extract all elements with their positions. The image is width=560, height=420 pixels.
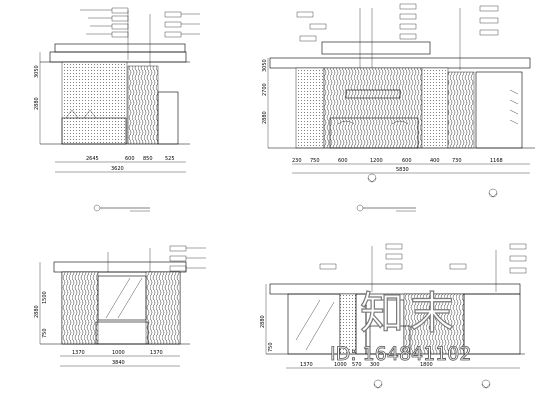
hdim-total-label: 3620 — [111, 166, 124, 172]
watermark: 知末 ID: 164841102 — [330, 287, 472, 365]
glass-reflection — [105, 277, 143, 319]
hdim-label: 1000 — [334, 362, 347, 368]
vdim-label: 2880 — [262, 111, 268, 124]
hdim-label: 1168 — [490, 158, 503, 164]
hdim-label: 570 — [352, 362, 362, 368]
vdim-label: 2880 — [260, 315, 266, 328]
hdim-label: 1370 — [300, 362, 313, 368]
cornice — [54, 43, 186, 53]
hdim-label: 1370 — [150, 350, 163, 356]
elevation-title-stamp — [93, 204, 150, 212]
glass-reflection — [295, 299, 335, 351]
annotation-leaders — [107, 245, 206, 272]
curtain-right — [145, 271, 181, 345]
hdim-label: 850 — [143, 156, 153, 162]
shelf-items — [509, 89, 519, 125]
vdim-label: 3050 — [262, 59, 268, 72]
feature-wall-stone — [323, 67, 423, 149]
window-glass — [97, 275, 147, 321]
hdim-label: 1370 — [72, 350, 85, 356]
side-wall — [463, 293, 521, 355]
watermark-logo-text: 知末 — [360, 288, 460, 339]
annotation-leaders — [80, 7, 200, 66]
wall-panel-stone — [127, 65, 159, 145]
headboard-lamp — [345, 89, 401, 99]
hdim-label: 730 — [452, 158, 462, 164]
vdim-label: 2700 — [262, 83, 268, 96]
vdim-label: 2880 — [34, 97, 40, 110]
hdim-label: 400 — [430, 158, 440, 164]
ceiling-band — [269, 283, 521, 295]
ceiling-bulkhead — [321, 41, 431, 55]
sofa-cushions — [65, 109, 97, 119]
hdim-label: 1800 — [420, 362, 433, 368]
hdim-label: 600 — [125, 156, 135, 162]
ceiling-band — [269, 57, 531, 69]
hdim-total-label: 5830 — [396, 167, 409, 173]
wall-panel-stone — [447, 71, 475, 149]
vdim-label: 2880 — [34, 305, 40, 318]
vdim-label: 750 — [268, 342, 274, 352]
elevation-bottom-right: 2880 750 1370 1000 570 300 1800 — [260, 243, 527, 389]
wall-panel-dotted — [295, 67, 325, 149]
elevation-title-stamp — [356, 204, 416, 212]
ceiling-band — [53, 261, 187, 273]
wall-panel-dotted — [421, 67, 449, 149]
hdim-label: 600 — [338, 158, 348, 164]
side-cabinet — [157, 91, 179, 145]
vdim-label: 1500 — [42, 291, 48, 304]
wall-panel-stone — [403, 293, 465, 355]
ceiling-band — [49, 51, 187, 63]
hdim-label: 1200 — [370, 158, 383, 164]
elevation-bottom-left: 2880 1500 750 1370 1000 1370 3840 — [34, 245, 206, 367]
annotation-leaders — [319, 243, 527, 292]
hdim-label: 230 — [292, 158, 302, 164]
annotation-leaders — [296, 3, 499, 70]
section-marker — [488, 188, 498, 198]
hdim-total-label: 3840 — [112, 360, 125, 366]
hdim-label: 2645 — [86, 156, 99, 162]
hdim-label: 300 — [370, 362, 380, 368]
elevation-top-left: 2880 3050 2645 600 850 525 3620 — [34, 7, 200, 212]
hdim-label: 525 — [165, 156, 175, 162]
bed-pillows — [337, 120, 409, 125]
vdim-label: 750 — [42, 328, 48, 338]
wardrobe — [475, 71, 523, 149]
desk — [95, 321, 149, 345]
hdim-label: 600 — [402, 158, 412, 164]
wall-panel-dotted — [61, 61, 128, 145]
section-marker — [481, 379, 491, 389]
hdim-label: 750 — [310, 158, 320, 164]
curtain-left — [61, 271, 99, 345]
section-marker — [373, 379, 383, 389]
section-marker — [367, 173, 377, 183]
vdim-label: 3050 — [34, 65, 40, 78]
hdim-label: 1000 — [112, 350, 125, 356]
watermark-id-text: ID: 164841102 — [330, 343, 471, 365]
elevation-top-right: 2880 2700 3050 230 750 600 1200 600 400 … — [262, 3, 535, 212]
